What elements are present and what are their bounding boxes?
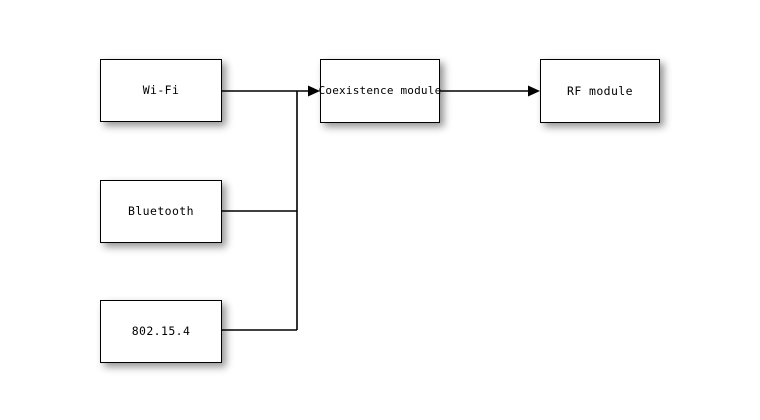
node-bluetooth-label: Bluetooth <box>128 204 194 219</box>
node-802154[interactable]: 802.15.4 <box>100 300 222 363</box>
node-rf-module[interactable]: RF module <box>540 59 660 123</box>
node-wifi[interactable]: Wi-Fi <box>100 59 222 122</box>
node-wifi-label: Wi-Fi <box>142 83 180 98</box>
node-coexistence-module[interactable]: Coexistence module <box>319 59 441 123</box>
node-bluetooth[interactable]: Bluetooth <box>100 180 222 243</box>
node-coexistence-module-label: Coexistence module <box>318 83 442 97</box>
node-802154-label: 802.15.4 <box>131 324 191 339</box>
arrowhead-into-rf <box>528 85 540 97</box>
node-rf-module-label: RF module <box>567 83 633 98</box>
